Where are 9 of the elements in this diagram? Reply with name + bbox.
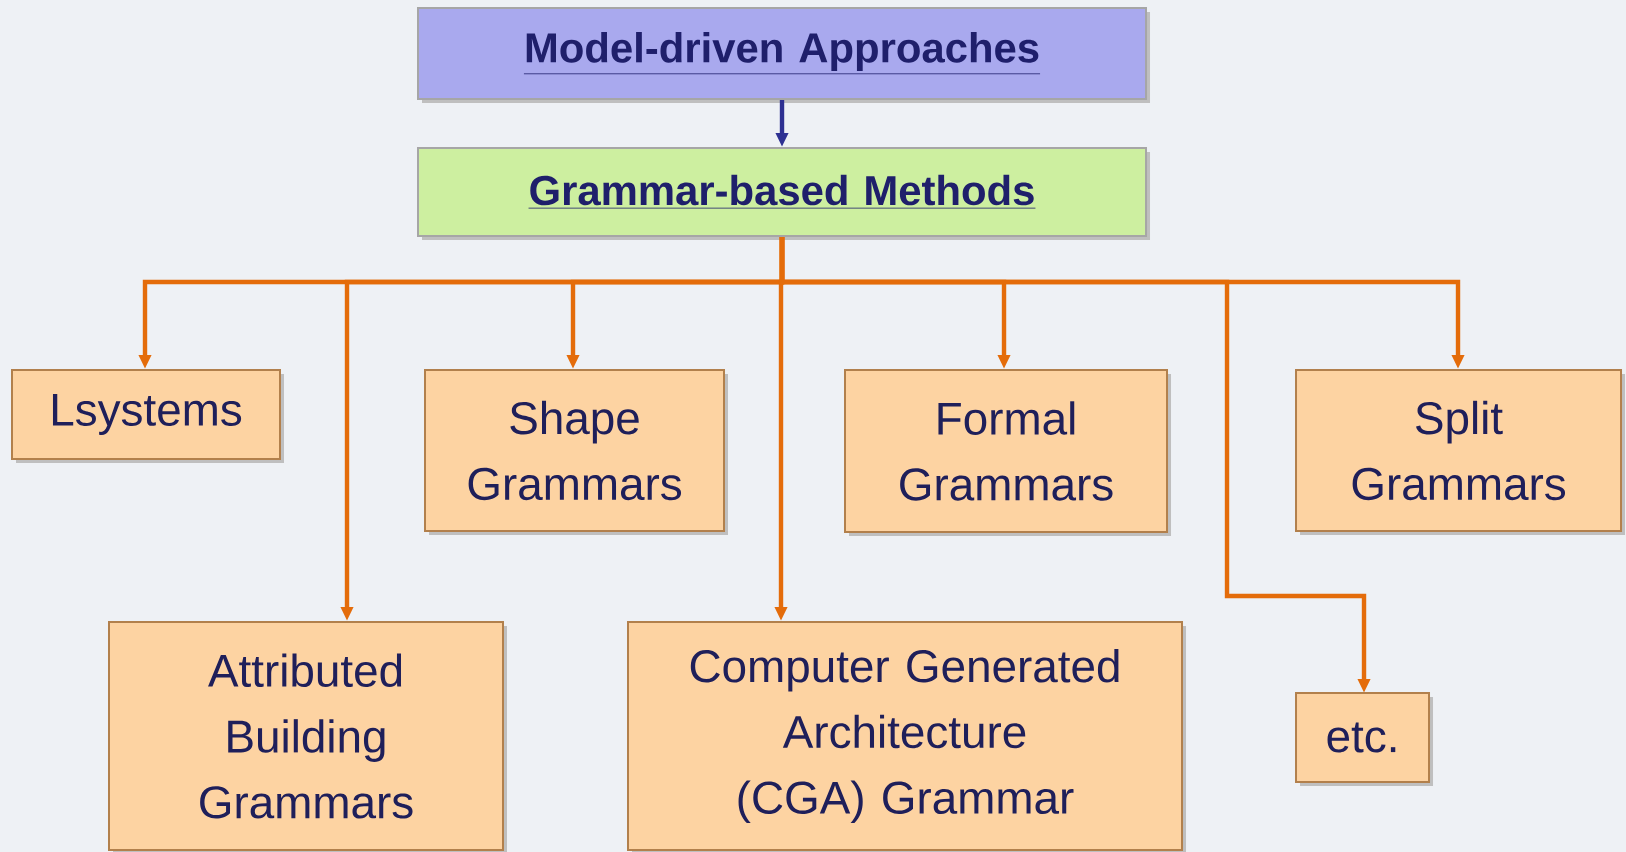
category-box: Grammar-based Methods bbox=[417, 147, 1147, 237]
method-box: Computer Generated Architecture (CGA) Grammar bbox=[627, 621, 1183, 851]
method-box: Attributed Building Grammars bbox=[108, 621, 504, 851]
method-box: Lsystems bbox=[11, 369, 281, 460]
method-box: Formal Grammars bbox=[844, 369, 1168, 533]
method-box: Split Grammars bbox=[1295, 369, 1622, 532]
method-box: etc. bbox=[1295, 692, 1430, 783]
method-box: Shape Grammars bbox=[424, 369, 725, 532]
heading-box: Model-driven Approaches bbox=[417, 7, 1147, 100]
